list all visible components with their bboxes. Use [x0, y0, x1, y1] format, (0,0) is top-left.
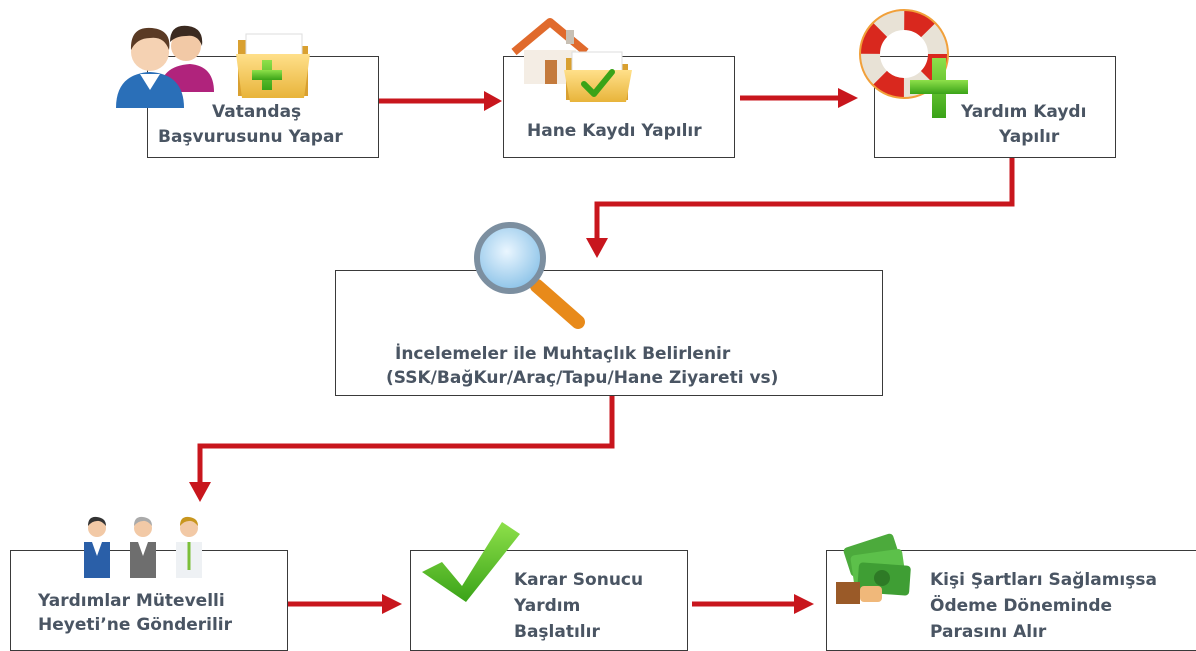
step7-label-line3: Parasını Alır [930, 622, 1047, 642]
step2-label: Hane Kaydı Yapılır [527, 121, 702, 141]
plus-icon [910, 58, 968, 118]
folder-check-icon [564, 51, 632, 102]
step5-label-line2: Heyeti’ne Gönderilir [38, 615, 233, 635]
committee-icon [84, 516, 202, 578]
step-box-need-assessment [335, 270, 883, 396]
lifebuoy-icon [859, 9, 949, 99]
checkmark-icon [422, 522, 520, 602]
step1-label-line1: Vatandaş [212, 102, 302, 122]
step4-label-line1: İncelemeler ile Muhtaçlık Belirlenir [395, 344, 731, 364]
arrow-5-to-6 [288, 594, 402, 614]
step6-label-line1: Karar Sonucu [514, 570, 644, 590]
arrow-6-to-7 [692, 594, 814, 614]
arrow-2-to-3 [740, 88, 858, 108]
step1-label-line2: Başvurusunu Yapar [158, 127, 343, 147]
step-box-aid-registration [874, 56, 1116, 158]
arrow-3-to-4 [586, 158, 1015, 258]
step7-label-line1: Kişi Şartları Sağlamışsa [930, 570, 1157, 590]
magnifier-icon [474, 222, 585, 329]
step5-label-line1: Yardımlar Mütevelli [38, 591, 225, 611]
step4-label-line2: (SSK/BağKur/Araç/Tapu/Hane Ziyareti vs) [386, 368, 779, 388]
step6-label-line3: Başlatılır [514, 622, 600, 642]
step3-label-line2: Yapılır [999, 127, 1060, 147]
step6-label-line2: Yardım [514, 596, 581, 616]
arrow-4-to-5 [189, 396, 615, 502]
step7-label-line2: Ödeme Döneminde [930, 596, 1113, 616]
step3-label-line1: Yardım Kaydı [961, 102, 1087, 122]
money-icon [836, 533, 911, 604]
step-box-decision [410, 550, 688, 651]
arrow-1-to-2 [379, 91, 502, 111]
people-icon [116, 25, 214, 108]
folder-add-icon [236, 33, 310, 98]
